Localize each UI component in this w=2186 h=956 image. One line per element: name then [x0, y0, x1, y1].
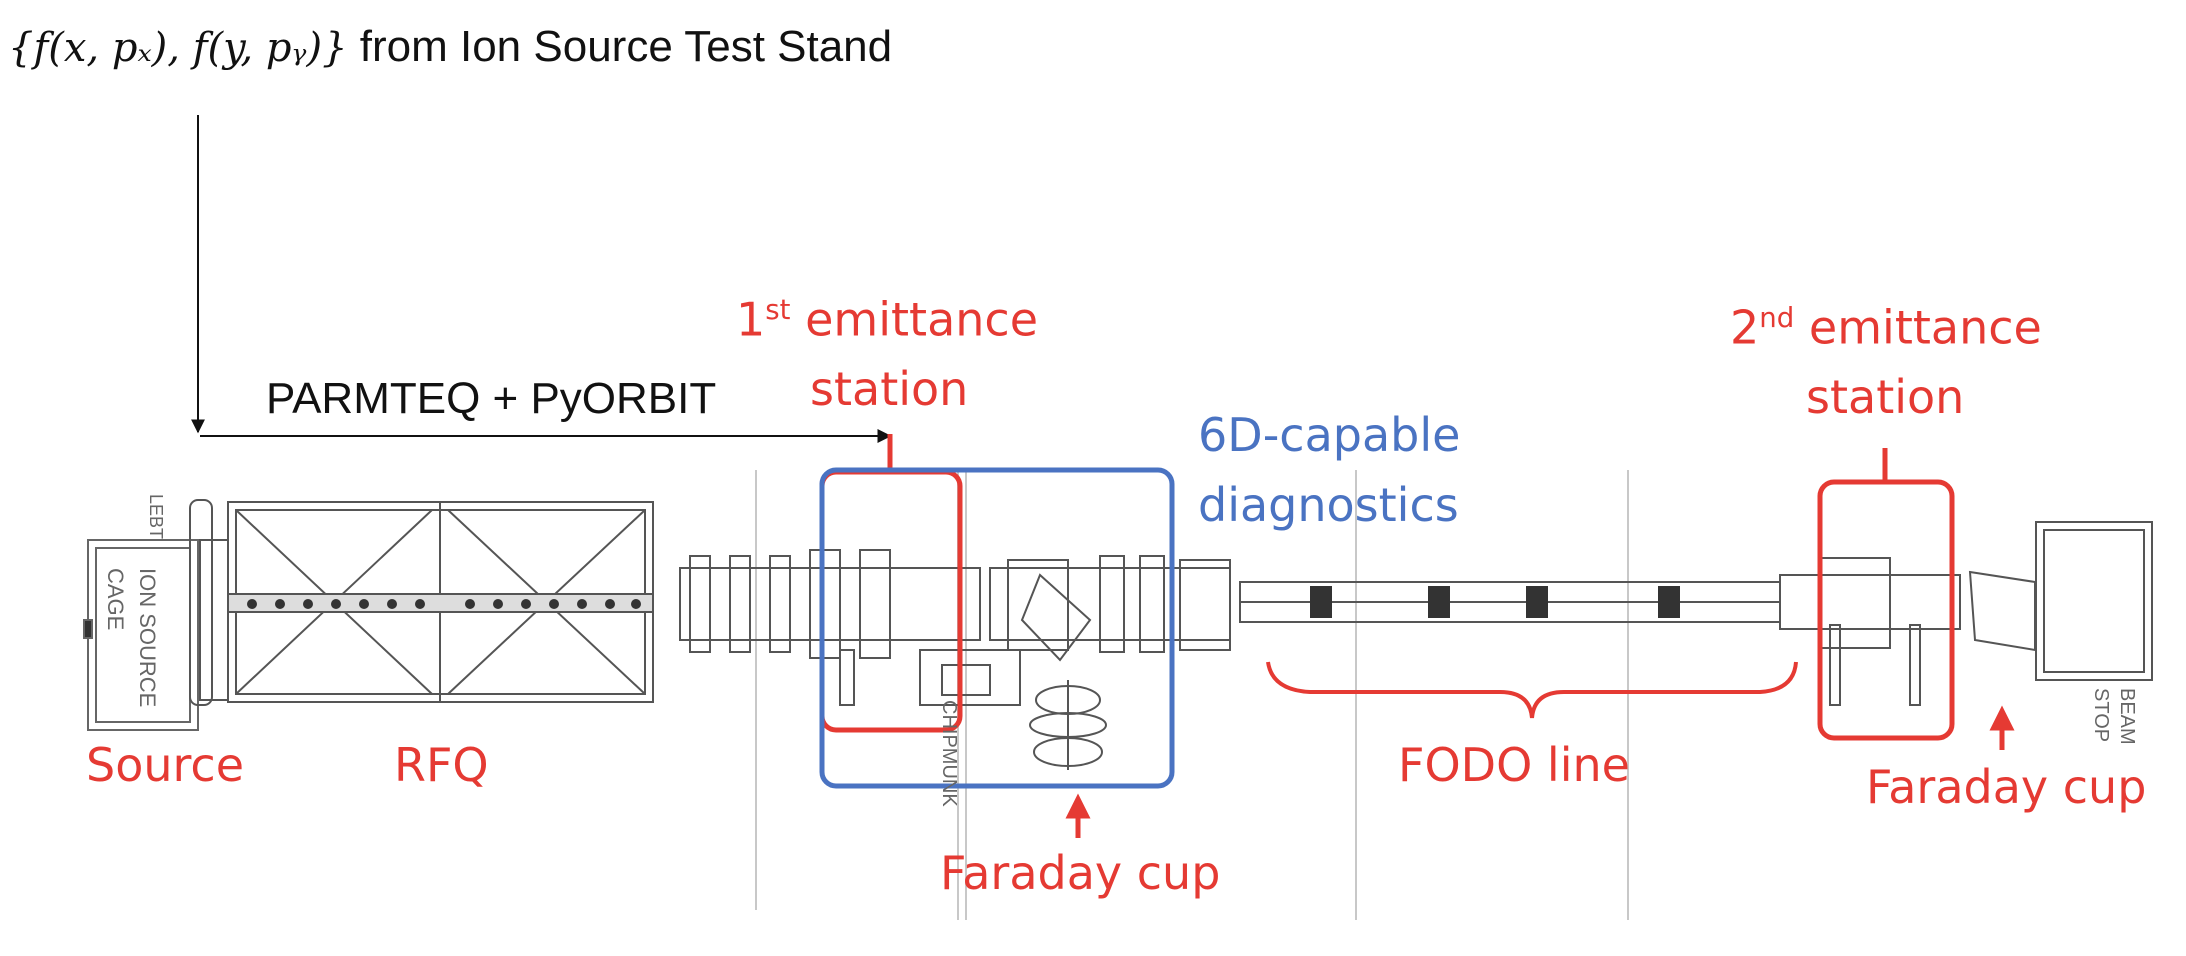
diagnostics-label-line2: diagnostics: [1198, 478, 1459, 532]
station1-ordinal-suffix: st: [765, 293, 791, 326]
fodo-brace: [1266, 661, 1798, 719]
station2-label-line2: station: [1806, 370, 1965, 424]
source-label: Source: [86, 738, 244, 792]
station2-ordinal: 2: [1730, 300, 1760, 355]
lebt-label: LEBT: [146, 494, 166, 540]
mebt-section: [679, 549, 1231, 706]
diagnostics-box: [819, 467, 1175, 789]
header-math: {f(x, pₓ), f(y, pᵧ)}: [8, 25, 348, 71]
chipmunk-label: CHIPMUNK: [938, 700, 960, 807]
header-title: {f(x, pₓ), f(y, pᵧ)} from Ion Source Tes…: [8, 22, 892, 72]
station1-word: emittance: [805, 292, 1039, 347]
station1-label-line1: 1st emittance: [736, 293, 1038, 343]
rfq-couplers: [247, 599, 641, 609]
station2-word: emittance: [1808, 300, 2042, 355]
simulation-arrow: [191, 115, 892, 443]
ion-source-cage-label-2: CAGE: [103, 568, 128, 631]
faraday-cup-assembly-1: [1029, 680, 1107, 770]
station2-ordinal-suffix: nd: [1759, 301, 1795, 334]
station1-ordinal: 1: [736, 292, 766, 347]
lebt-section: [189, 499, 229, 706]
station2-label-line1: 2nd emittance: [1730, 301, 2042, 351]
beam-stop: [2035, 521, 2153, 681]
faraday-cup-label-2: Faraday cup: [1866, 760, 2147, 814]
ion-source-cage-label-1: ION SOURCE: [135, 568, 160, 708]
faraday-cup-label-1: Faraday cup: [940, 846, 1221, 900]
station1-label-line2: station: [810, 362, 969, 416]
diagnostics-label-line1: 6D-capable: [1198, 408, 1461, 462]
beam-stop-label-2: STOP: [2090, 688, 2112, 743]
simulation-label: PARMTEQ + PyORBIT: [266, 374, 717, 423]
rfq-body: [227, 501, 654, 703]
rfq-label: RFQ: [394, 738, 489, 792]
fodo-label: FODO line: [1398, 738, 1630, 792]
beam-stop-label-1: BEAM: [2116, 688, 2138, 745]
header-text: from Ion Source Test Stand: [359, 22, 893, 71]
fodo-quads: [1310, 586, 1680, 618]
